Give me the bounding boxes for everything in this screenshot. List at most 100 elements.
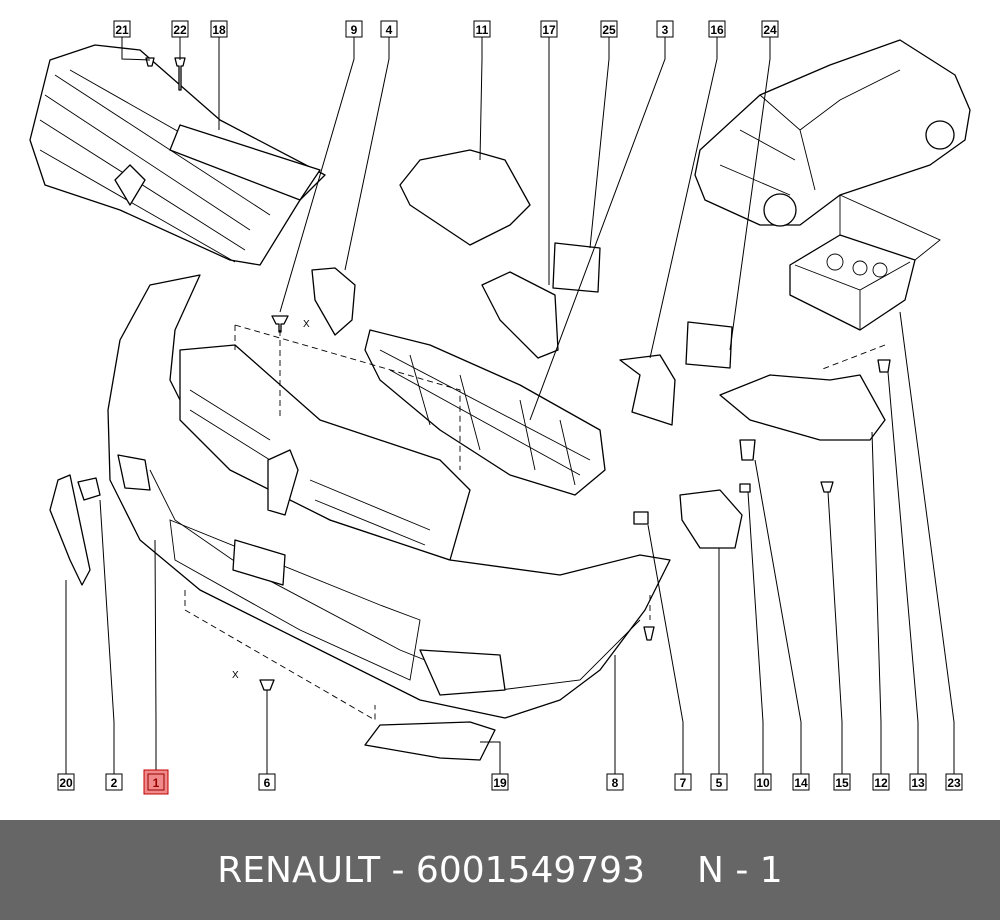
assembly-guide-lines [184, 324, 886, 721]
rivet-22-part [174, 57, 186, 91]
quantity-label: N - 1 [696, 849, 783, 891]
leader-line [529, 37, 666, 421]
callout-label: 5 [716, 776, 723, 790]
undertray-11-part [399, 149, 531, 246]
leader-line [121, 37, 151, 61]
screw-6-part [259, 679, 275, 691]
callout-6[interactable]: 6 [258, 773, 276, 791]
bracket-4-part [311, 267, 356, 336]
callout-label: 8 [612, 776, 619, 790]
callout-label: 11 [476, 23, 489, 37]
callout-9[interactable]: 9 [345, 20, 363, 38]
bracket-5-part [679, 489, 743, 549]
callout-8[interactable]: 8 [606, 773, 624, 791]
callout-24[interactable]: 24 [761, 20, 779, 38]
callout-box [909, 773, 927, 791]
leader-line [754, 459, 802, 774]
callout-box [754, 773, 772, 791]
callout-22[interactable]: 22 [171, 20, 189, 38]
callout-box [113, 20, 131, 38]
brand-part-number: RENAULT - 6001549793 [217, 849, 645, 891]
footer-bar: RENAULT - 6001549793 N - 1 [0, 820, 1000, 920]
callout-1[interactable]: 1 [143, 769, 169, 795]
leader-line [887, 371, 919, 774]
callout-label: 12 [874, 776, 888, 790]
callout-box [656, 20, 674, 38]
leader-line [649, 37, 718, 359]
bracket-16-part [619, 354, 676, 426]
callout-21[interactable]: 21 [113, 20, 131, 38]
clip-15-part [820, 481, 834, 493]
callout-box [491, 773, 509, 791]
callout-19[interactable]: 19 [491, 773, 509, 791]
bracket-20-part [49, 474, 91, 586]
callout-5[interactable]: 5 [710, 773, 728, 791]
callout-label: 22 [173, 23, 187, 37]
callout-label: 1 [153, 776, 160, 790]
callout-box [600, 20, 618, 38]
leader-line [99, 499, 115, 774]
callout-18[interactable]: 18 [210, 20, 228, 38]
callout-13[interactable]: 13 [909, 773, 927, 791]
fog-bezel-19-part [364, 721, 496, 761]
callout-11[interactable]: 11 [473, 20, 491, 38]
callout-label: 6 [264, 776, 271, 790]
callout-box [792, 773, 810, 791]
callout-label: 18 [212, 23, 226, 37]
leader-line [871, 431, 882, 774]
callout-23[interactable]: 23 [945, 773, 963, 791]
callout-box [761, 20, 779, 38]
callout-4[interactable]: 4 [380, 20, 398, 38]
callout-box [258, 773, 276, 791]
callout-label: 21 [115, 23, 129, 37]
callout-7[interactable]: 7 [674, 773, 692, 791]
pad-24-part [685, 321, 733, 369]
leader-line [479, 37, 483, 161]
callout-3[interactable]: 3 [656, 20, 674, 38]
callout-16[interactable]: 16 [708, 20, 726, 38]
callout-label: 13 [911, 776, 925, 790]
callout-box [945, 773, 963, 791]
callout-label: 16 [710, 23, 724, 37]
callout-14[interactable]: 14 [792, 773, 810, 791]
car-overview-image [694, 39, 971, 227]
callout-15[interactable]: 15 [833, 773, 851, 791]
callout-box [872, 773, 890, 791]
mesh-grille-3-part [364, 329, 606, 496]
nut-14-part [739, 439, 756, 461]
fastener-kit-box-23-part [789, 194, 941, 331]
callout-box [606, 773, 624, 791]
clip-13-part [877, 359, 891, 373]
leader-line [647, 524, 684, 774]
callout-17[interactable]: 17 [540, 20, 558, 38]
callout-25[interactable]: 25 [600, 20, 618, 38]
cover-2-part [77, 477, 101, 501]
leader-line [729, 37, 771, 351]
callout-box [380, 20, 398, 38]
callout-10[interactable]: 10 [754, 773, 772, 791]
callout-12[interactable]: 12 [872, 773, 890, 791]
callout-label: 23 [947, 776, 961, 790]
callout-box [57, 773, 75, 791]
callout-20[interactable]: 20 [57, 773, 75, 791]
pad-25-part [552, 242, 601, 293]
undertray-12-part [719, 374, 886, 441]
callout-box [105, 773, 123, 791]
front-bumper-part [107, 274, 671, 719]
callout-label: 24 [763, 23, 777, 37]
leader-line [154, 539, 157, 774]
callout-label: 20 [59, 776, 73, 790]
callout-label: 9 [351, 23, 358, 37]
callout-box [708, 20, 726, 38]
callout-label: 14 [794, 776, 808, 790]
callout-label: 15 [835, 776, 849, 790]
callout-box [171, 20, 189, 38]
callout-label: 2 [111, 776, 118, 790]
callout-box [540, 20, 558, 38]
leader-line [480, 741, 501, 774]
callout-box [345, 20, 363, 38]
clip-21-part [145, 57, 155, 67]
callout-2[interactable]: 2 [105, 773, 123, 791]
leader-line [279, 37, 355, 313]
